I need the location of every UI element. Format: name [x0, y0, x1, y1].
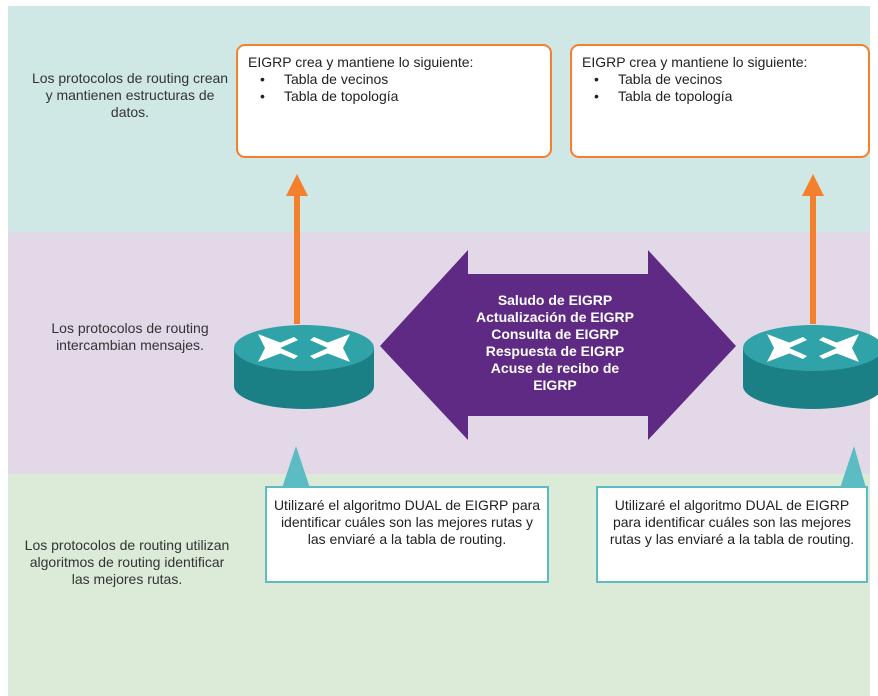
eigrp-message-list: Saludo de EIGRP Actualización de EIGRP C… [430, 292, 680, 394]
list-item: Tabla de vecinos [248, 71, 540, 88]
list-item: Tabla de topología [582, 88, 858, 105]
message-hello: Saludo de EIGRP [497, 292, 613, 308]
row-label-data-structures: Los protocolos de routing crean y mantie… [31, 70, 229, 120]
left-box-list: Tabla de vecinos Tabla de topología [248, 71, 540, 105]
message-update: Actualización de EIGRP [476, 309, 634, 325]
message-ack: Acuse de recibo de [490, 360, 620, 376]
right-callout-tail [840, 446, 866, 488]
list-item: Tabla de topología [248, 88, 540, 105]
list-item: Tabla de vecinos [582, 71, 858, 88]
right-box-list: Tabla de vecinos Tabla de topología [582, 71, 858, 105]
left-dual-callout: Utilizaré el algoritmo DUAL de EIGRP par… [265, 486, 549, 583]
right-data-structures-box: EIGRP crea y mantiene lo siguiente: Tabl… [570, 44, 870, 158]
left-callout-tail [282, 446, 310, 488]
left-up-arrow [286, 174, 308, 324]
left-data-structures-box: EIGRP crea y mantiene lo siguiente: Tabl… [236, 44, 552, 158]
message-exchange-arrow [380, 250, 736, 440]
row-label-messages: Los protocolos de routing intercambian m… [51, 320, 209, 353]
right-up-arrow [802, 174, 824, 324]
left-router-icon [234, 325, 374, 409]
right-box-heading: EIGRP crea y mantiene lo siguiente: [582, 54, 808, 70]
row-label-algorithms: Los protocolos de routing utilizan algor… [24, 537, 230, 587]
left-box-heading: EIGRP crea y mantiene lo siguiente: [248, 54, 474, 70]
message-query: Consulta de EIGRP [491, 326, 619, 342]
right-dual-callout: Utilizaré el algoritmo DUAL de EIGRP par… [596, 486, 868, 583]
message-reply: Respuesta de EIGRP [485, 343, 625, 359]
right-router-icon [743, 325, 878, 409]
message-ack-cont: EIGRP [533, 377, 577, 393]
